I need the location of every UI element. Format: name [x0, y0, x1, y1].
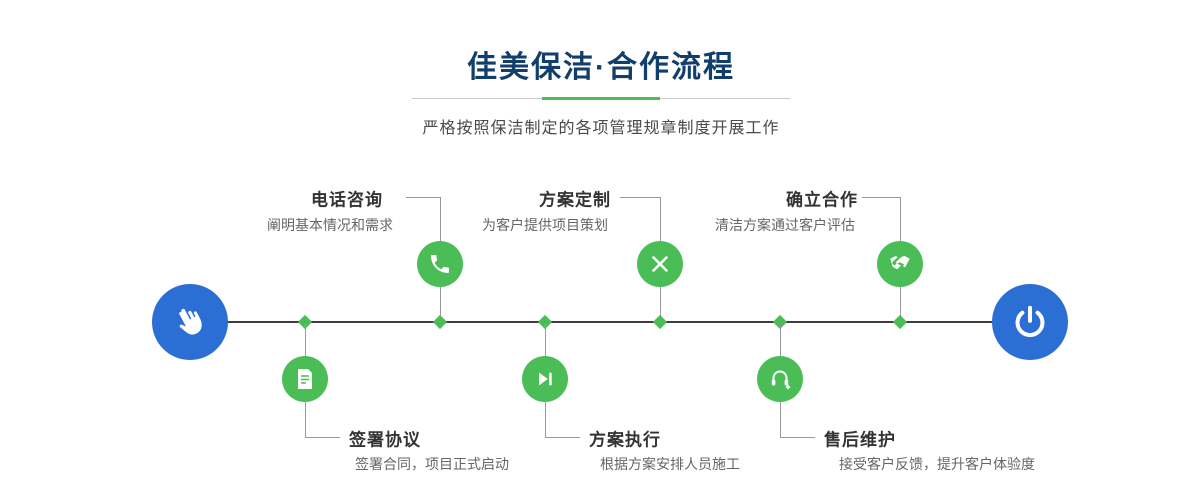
connector-line	[660, 287, 661, 321]
headset-icon	[768, 367, 792, 391]
step-desc: 阐明基本情况和需求	[267, 217, 393, 233]
step-title: 电话咨询	[311, 190, 383, 210]
step-title: 确立合作	[786, 190, 858, 210]
step-title: 方案定制	[539, 190, 611, 210]
title-underline	[412, 97, 790, 100]
step-desc: 为客户提供项目策划	[482, 217, 608, 233]
connector-line	[440, 197, 441, 241]
step-node-plan-execution	[522, 356, 568, 402]
title-underline-accent	[542, 97, 660, 100]
connector-line	[660, 197, 661, 241]
connector-line	[545, 323, 546, 356]
step-node-establish-cooperation	[877, 241, 923, 287]
timeline-line	[190, 321, 1030, 323]
connector-line	[900, 287, 901, 321]
connector-line	[780, 323, 781, 356]
timeline-diamond	[652, 314, 668, 330]
connector-line	[440, 287, 441, 321]
power-icon	[1011, 303, 1049, 341]
timeline-end-node	[992, 284, 1068, 360]
connector-line	[305, 323, 306, 356]
connector-line	[545, 402, 546, 437]
page-subtitle: 严格按照保洁制定的各项管理规章制度开展工作	[422, 120, 780, 137]
handshake-icon	[887, 251, 913, 277]
connector-line	[545, 437, 580, 438]
connector-line	[900, 197, 901, 241]
design-tools-icon	[648, 252, 672, 276]
phone-icon	[428, 252, 452, 276]
step-node-aftersales-maintenance	[757, 356, 803, 402]
connector-line	[862, 197, 900, 198]
pointing-hand-icon	[166, 298, 215, 347]
step-node-phone-consult	[417, 241, 463, 287]
connector-line	[406, 197, 440, 198]
timeline-diamond	[892, 314, 908, 330]
connector-line	[620, 197, 660, 198]
step-title: 售后维护	[824, 430, 896, 450]
step-desc: 根据方案安排人员施工	[600, 456, 740, 472]
connector-line	[305, 437, 340, 438]
timeline-diamond	[432, 314, 448, 330]
play-icon	[534, 368, 556, 390]
connector-line	[305, 402, 306, 437]
step-node-sign-agreement	[282, 356, 328, 402]
step-desc: 签署合同，项目正式启动	[355, 456, 509, 472]
step-node-plan-customize	[637, 241, 683, 287]
step-desc: 清洁方案通过客户评估	[715, 217, 855, 233]
timeline-start-node	[152, 284, 228, 360]
connector-line	[780, 402, 781, 437]
step-title: 签署协议	[349, 430, 421, 450]
connector-line	[780, 437, 815, 438]
page-title: 佳美保洁·合作流程	[467, 51, 735, 84]
contract-icon	[293, 367, 317, 391]
step-title: 方案执行	[589, 430, 661, 450]
step-desc: 接受客户反馈，提升客户体验度	[839, 456, 1035, 472]
